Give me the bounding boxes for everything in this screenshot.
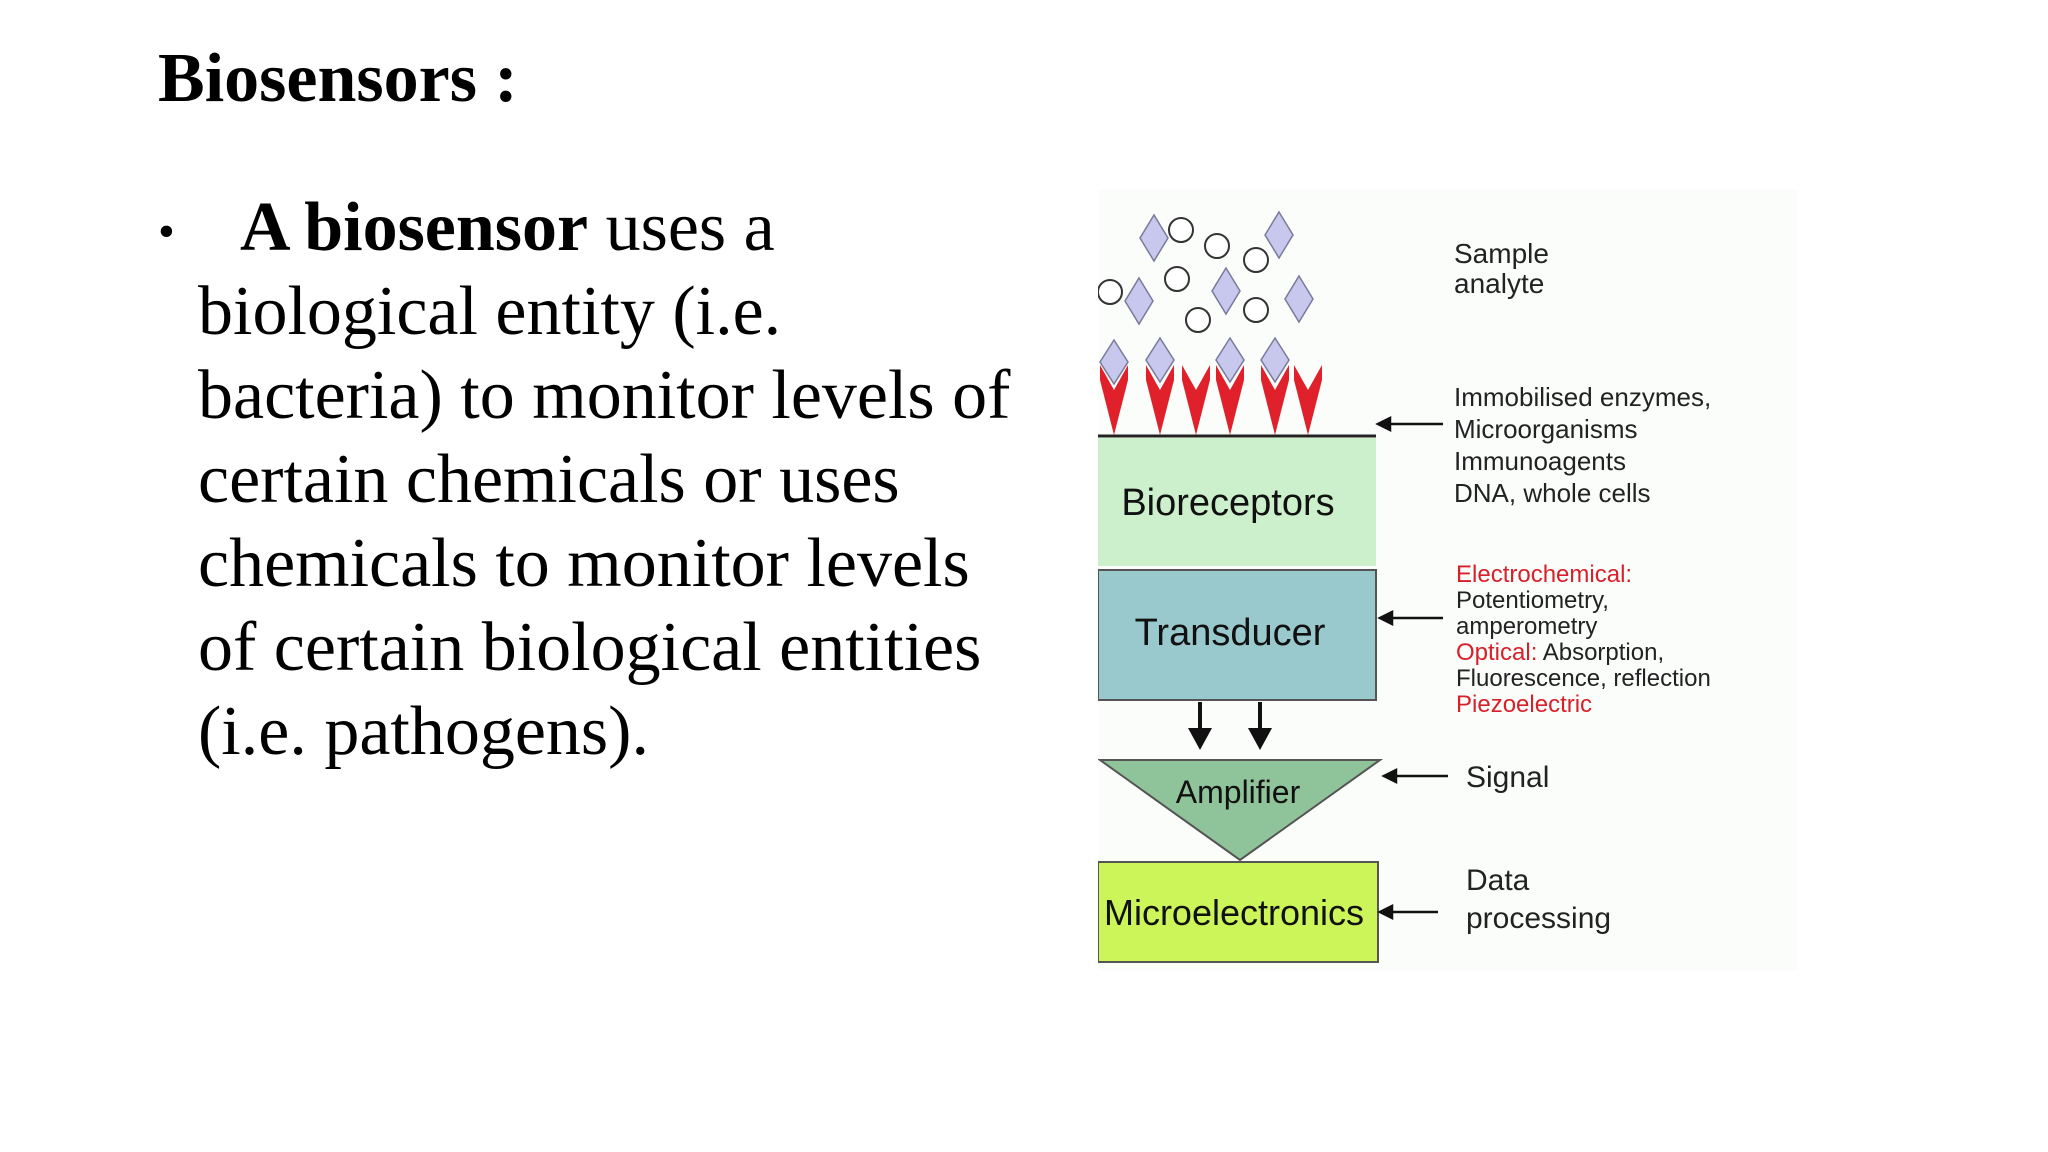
trans-label-line1: Electrochemical: bbox=[1456, 561, 1632, 588]
biosensor-diagram: Bioreceptors Transducer Amplifier Microe… bbox=[1098, 190, 1798, 970]
v-receptor-icon bbox=[1100, 365, 1128, 435]
bullet-dot: • bbox=[158, 205, 175, 258]
trans-label-absorption: Absorption, bbox=[1537, 639, 1664, 666]
trans-label-line4: Optical: Absorption, bbox=[1456, 639, 1664, 666]
circle-analyte-icon bbox=[1168, 217, 1194, 243]
trans-label-optical: Optical: bbox=[1456, 639, 1537, 666]
diamond-analyte-icon bbox=[1145, 336, 1175, 384]
sample-label-line2: analyte bbox=[1454, 268, 1544, 299]
diamond-analyte-icon bbox=[1215, 336, 1245, 384]
bioreceptors-label: Bioreceptors bbox=[1121, 482, 1334, 524]
circle-analyte-icon bbox=[1204, 233, 1230, 259]
circle-analyte-icon bbox=[1185, 307, 1211, 333]
trans-label-line6: Piezoelectric bbox=[1456, 691, 1592, 718]
circle-analyte-icon bbox=[1098, 217, 1269, 333]
circle-analyte-icon bbox=[1243, 247, 1269, 273]
amplifier-block bbox=[1098, 759, 1384, 862]
trans-label-line5: Fluorescence, reflection bbox=[1456, 665, 1711, 692]
microelectronics-block bbox=[1098, 861, 1379, 963]
bound-analyte-group bbox=[1099, 336, 1290, 386]
v-receptor-icon bbox=[1100, 365, 1322, 435]
bio-label-line1: Immobilised enzymes, bbox=[1454, 382, 1711, 412]
bullet-paragraph: A biosensor uses a biological entity (i.… bbox=[198, 186, 1040, 774]
diamond-analyte-icon bbox=[1124, 276, 1154, 326]
trans-label-line3: amperometry bbox=[1456, 613, 1597, 640]
diamond-analyte-icon bbox=[1260, 336, 1290, 384]
v-receptor-icon bbox=[1182, 365, 1210, 435]
diamond-analyte-icon bbox=[1099, 338, 1129, 386]
v-receptor-icon bbox=[1261, 365, 1289, 435]
diamond-analyte-icon bbox=[1211, 266, 1241, 316]
sample-label-line1: Sample bbox=[1454, 238, 1549, 269]
bio-label-line2: Microorganisms bbox=[1454, 414, 1638, 444]
v-receptor-icon bbox=[1216, 365, 1244, 435]
bio-label-line3: Immunoagents bbox=[1454, 446, 1626, 476]
data-label-line2: processing bbox=[1466, 902, 1611, 935]
diamond-analyte-icon bbox=[1264, 210, 1294, 260]
trans-label-line2: Potentiometry, bbox=[1456, 587, 1609, 614]
signal-label: Signal bbox=[1466, 761, 1549, 794]
circle-analyte-icon bbox=[1098, 279, 1123, 305]
data-label-line1: Data bbox=[1466, 864, 1530, 897]
diamond-analyte-icon bbox=[1139, 213, 1169, 263]
bullet-item: • A biosensor uses a biological entity (… bbox=[150, 186, 1040, 774]
arrow-left-icon bbox=[1375, 415, 1448, 921]
bullet-lead: A biosensor bbox=[240, 189, 589, 266]
biosensor-diagram-svg: Bioreceptors Transducer Amplifier Microe… bbox=[1098, 190, 1798, 970]
transducer-block bbox=[1098, 569, 1377, 701]
slide-title: Biosensors : bbox=[158, 40, 518, 117]
v-receptor-icon bbox=[1146, 365, 1174, 435]
circle-analyte-icon bbox=[1164, 266, 1190, 292]
bioreceptors-block bbox=[1098, 438, 1376, 566]
arrow-down-icon bbox=[1188, 702, 1272, 750]
transducer-label: Transducer bbox=[1135, 612, 1326, 654]
bullet-body: uses a biological entity (i.e. bacteria)… bbox=[198, 189, 1011, 770]
diamond-analyte-icon bbox=[1124, 210, 1314, 326]
amplifier-label: Amplifier bbox=[1176, 774, 1301, 810]
circle-analyte-icon bbox=[1243, 297, 1269, 323]
v-receptor-icon bbox=[1294, 365, 1322, 435]
bio-label-line4: DNA, whole cells bbox=[1454, 478, 1651, 508]
diamond-analyte-icon bbox=[1284, 274, 1314, 324]
microelectronics-label: Microelectronics bbox=[1104, 892, 1364, 933]
